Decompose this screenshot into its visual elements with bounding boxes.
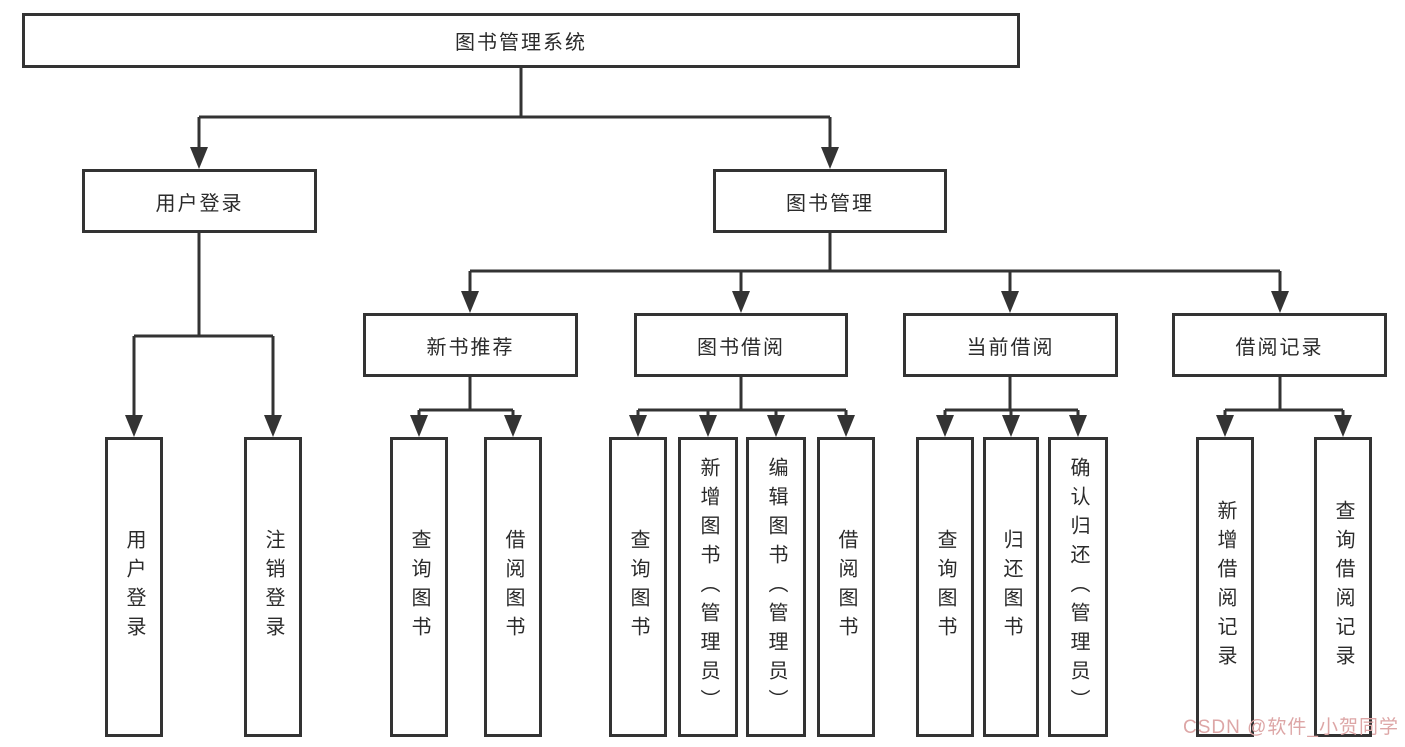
node-user-login: 用户登录 — [82, 169, 317, 233]
csdn-watermark: CSDN @软件_小贺同学 — [1183, 717, 1399, 738]
node-new-book-rec-label: 新书推荐 — [426, 336, 515, 359]
node-user-login-label: 用户登录 — [155, 192, 244, 215]
node-root-label: 图书管理系统 — [455, 32, 587, 54]
node-current-borrow: 当前借阅 — [903, 313, 1118, 377]
leaf-add-borrow-record-label: 新增借阅记录 — [1214, 500, 1236, 674]
leaf-query-borrow-record: 查询借阅记录 — [1314, 437, 1372, 737]
leaf-add-book: 新增图书（管理员） — [678, 437, 738, 737]
leaf-user-login: 用户登录 — [105, 437, 163, 737]
leaf-query-book-2: 查询图书 — [609, 437, 667, 737]
node-book-borrow-label: 图书借阅 — [697, 336, 785, 359]
node-borrow-records-label: 借阅记录 — [1235, 336, 1324, 359]
leaf-query-book-3: 查询图书 — [916, 437, 974, 737]
leaf-return-book: 归还图书 — [983, 437, 1039, 737]
leaf-borrow-book-2-label: 借阅图书 — [835, 529, 857, 645]
arrowheads — [125, 147, 1352, 437]
node-book-mgmt: 图书管理 — [713, 169, 947, 233]
leaf-borrow-book-1: 借阅图书 — [484, 437, 542, 737]
leaf-query-borrow-record-label: 查询借阅记录 — [1332, 500, 1354, 674]
leaf-logout: 注销登录 — [244, 437, 302, 737]
leaf-edit-book-label: 编辑图书（管理员） — [765, 456, 787, 718]
leaf-add-book-label: 新增图书（管理员） — [697, 456, 719, 718]
node-new-book-rec: 新书推荐 — [363, 313, 578, 377]
leaf-query-book-1: 查询图书 — [390, 437, 448, 737]
leaf-query-book-1-label: 查询图书 — [408, 529, 430, 645]
node-borrow-records: 借阅记录 — [1172, 313, 1387, 377]
node-current-borrow-label: 当前借阅 — [966, 336, 1055, 359]
leaf-borrow-book-1-label: 借阅图书 — [502, 529, 524, 645]
leaf-query-book-2-label: 查询图书 — [627, 529, 649, 645]
node-book-mgmt-label: 图书管理 — [786, 192, 874, 215]
leaf-logout-label: 注销登录 — [262, 529, 284, 645]
leaf-borrow-book-2: 借阅图书 — [817, 437, 875, 737]
leaf-return-book-label: 归还图书 — [1000, 529, 1022, 645]
node-book-borrow: 图书借阅 — [634, 313, 848, 377]
leaf-add-borrow-record: 新增借阅记录 — [1196, 437, 1254, 737]
leaf-query-book-3-label: 查询图书 — [934, 529, 956, 645]
node-root: 图书管理系统 — [22, 13, 1020, 68]
leaf-confirm-return-label: 确认归还（管理员） — [1067, 456, 1089, 718]
leaf-user-login-label: 用户登录 — [123, 529, 145, 645]
leaf-edit-book: 编辑图书（管理员） — [746, 437, 806, 737]
leaf-confirm-return: 确认归还（管理员） — [1048, 437, 1108, 737]
